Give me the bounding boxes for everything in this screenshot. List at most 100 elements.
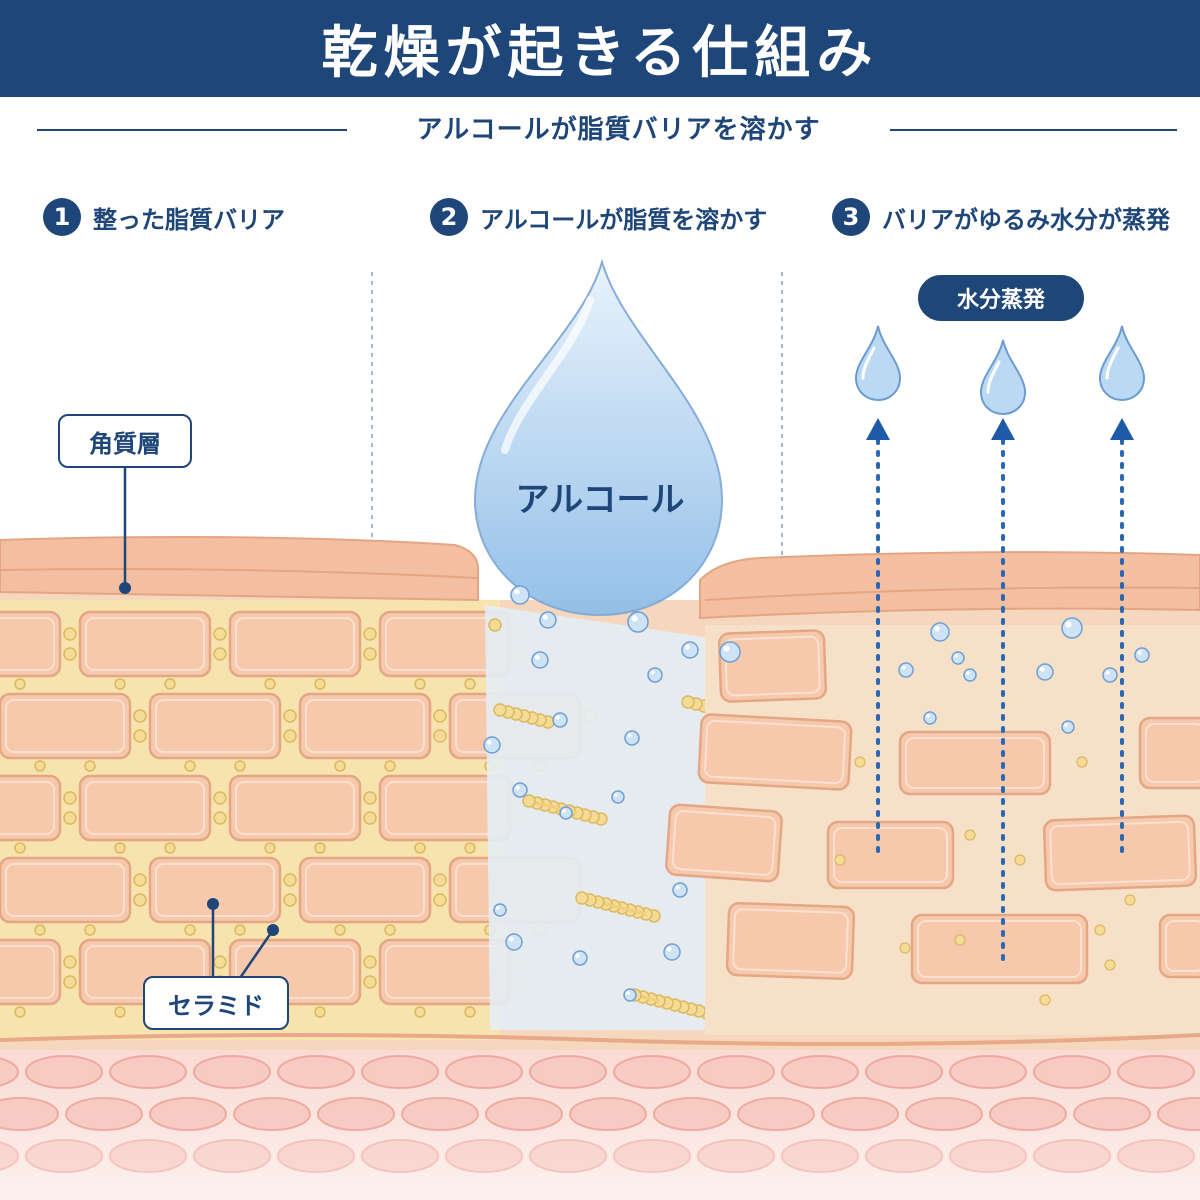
corneocyte-loose xyxy=(717,629,828,703)
ceramide-node xyxy=(63,627,77,641)
ceramide-node xyxy=(133,709,147,723)
corneocyte xyxy=(298,856,432,924)
ceramide-node xyxy=(114,678,126,690)
ceramide-node xyxy=(314,1006,326,1018)
ceramide-node xyxy=(363,647,377,661)
ceramide-node xyxy=(363,627,377,641)
water-bubble xyxy=(672,882,688,898)
ceramide-node xyxy=(264,842,276,854)
deep-skin-cell xyxy=(569,1097,647,1131)
deep-skin-cell xyxy=(781,1055,859,1089)
corneocyte-loose xyxy=(665,803,783,883)
ceramide-node xyxy=(433,729,447,743)
corneocyte xyxy=(0,610,62,678)
deep-skin-cell xyxy=(361,1139,439,1173)
scattered-lipid xyxy=(1104,959,1116,971)
ceramide-node xyxy=(234,924,246,936)
ceramide-node xyxy=(414,842,426,854)
ceramide-node xyxy=(363,811,377,825)
water-bubble xyxy=(531,651,549,669)
scattered-lipid xyxy=(854,756,866,768)
water-bubble xyxy=(951,651,965,665)
ceramide-node xyxy=(34,760,46,772)
corneocyte xyxy=(78,774,212,842)
water-bubble xyxy=(923,711,937,725)
step-number: 1 xyxy=(43,198,81,236)
deep-skin-cell xyxy=(1117,1139,1195,1173)
ceramide-node xyxy=(213,627,227,641)
water-bubble xyxy=(1061,720,1075,734)
surface-layer-right xyxy=(699,551,1200,620)
deep-skin-cell xyxy=(149,1097,227,1131)
corneocyte xyxy=(148,692,282,760)
deep-skin-cells xyxy=(0,1055,1200,1173)
water-drop-icon xyxy=(1098,325,1146,402)
step-label: 整った脂質バリア xyxy=(93,205,285,234)
ceramide-node xyxy=(464,1006,476,1018)
step-label: バリアがゆるみ水分が蒸発 xyxy=(882,205,1170,234)
ceramide-node xyxy=(213,791,227,805)
deep-skin-cell xyxy=(277,1055,355,1089)
deep-skin-cell xyxy=(109,1055,187,1089)
corneocyte-loose xyxy=(1138,716,1200,790)
deep-skin-cell xyxy=(737,1097,815,1131)
water-bubble xyxy=(663,943,681,961)
ceramide-node xyxy=(14,842,26,854)
lipid-fragment xyxy=(488,618,502,632)
ceramide-node xyxy=(164,842,176,854)
water-bubble xyxy=(1036,663,1054,681)
ceramide-node xyxy=(363,791,377,805)
water-bubble xyxy=(572,950,588,966)
ceramide-node xyxy=(114,1006,126,1018)
deep-skin-cell xyxy=(949,1139,1027,1173)
deep-skin-cell xyxy=(277,1139,355,1173)
ceramide-node xyxy=(363,955,377,969)
ceramide-node xyxy=(133,873,147,887)
corneocyte-loose xyxy=(1042,814,1198,892)
water-bubble xyxy=(611,790,625,804)
arrow-up-icon xyxy=(866,418,890,440)
ceramide-node xyxy=(314,678,326,690)
water-bubble xyxy=(930,622,950,642)
step-3: 3 バリアがゆるみ水分が蒸発 xyxy=(832,197,1170,237)
deep-skin-cell xyxy=(317,1097,395,1131)
surface-layer-left xyxy=(0,535,480,602)
deep-skin-cell xyxy=(193,1055,271,1089)
deep-skin-cell xyxy=(653,1097,731,1131)
ceramide-node xyxy=(283,709,297,723)
alcohol-drop xyxy=(473,258,724,617)
water-drop-icon xyxy=(979,339,1027,416)
deep-skin-cell xyxy=(0,1057,19,1087)
ceramide-node xyxy=(184,760,196,772)
water-bubble xyxy=(627,611,649,633)
scattered-lipid xyxy=(899,942,911,954)
deep-skin-cell xyxy=(401,1097,479,1131)
water-bubble xyxy=(539,611,557,629)
water-bubbles xyxy=(483,585,1150,1002)
water-bubble xyxy=(493,903,507,917)
corneocyte xyxy=(0,938,62,1006)
deep-skin-cell xyxy=(905,1097,983,1131)
corneocyte xyxy=(0,856,132,924)
lipid-fragment xyxy=(681,695,695,709)
scattered-lipid xyxy=(1039,994,1051,1006)
ceramide-node xyxy=(63,647,77,661)
step-1: 1 整った脂質バリア xyxy=(43,197,285,237)
ceramide-node xyxy=(63,975,77,989)
ceramide-node xyxy=(14,678,26,690)
corneocyte xyxy=(0,692,132,760)
ceramide-node xyxy=(433,873,447,887)
scattered-lipid xyxy=(1094,924,1106,936)
deep-skin-cell xyxy=(529,1055,607,1089)
deep-skin-cell xyxy=(1033,1055,1111,1089)
corneocyte xyxy=(148,856,282,924)
deep-skin-cell xyxy=(529,1139,607,1173)
ceramide-node xyxy=(283,729,297,743)
ceramide-node xyxy=(283,873,297,887)
deep-skin-cell xyxy=(193,1139,271,1173)
ceramide-node xyxy=(133,893,147,907)
corneocyte-loose xyxy=(1158,913,1200,979)
ceramide-node xyxy=(384,924,396,936)
ceramide-node xyxy=(414,1006,426,1018)
